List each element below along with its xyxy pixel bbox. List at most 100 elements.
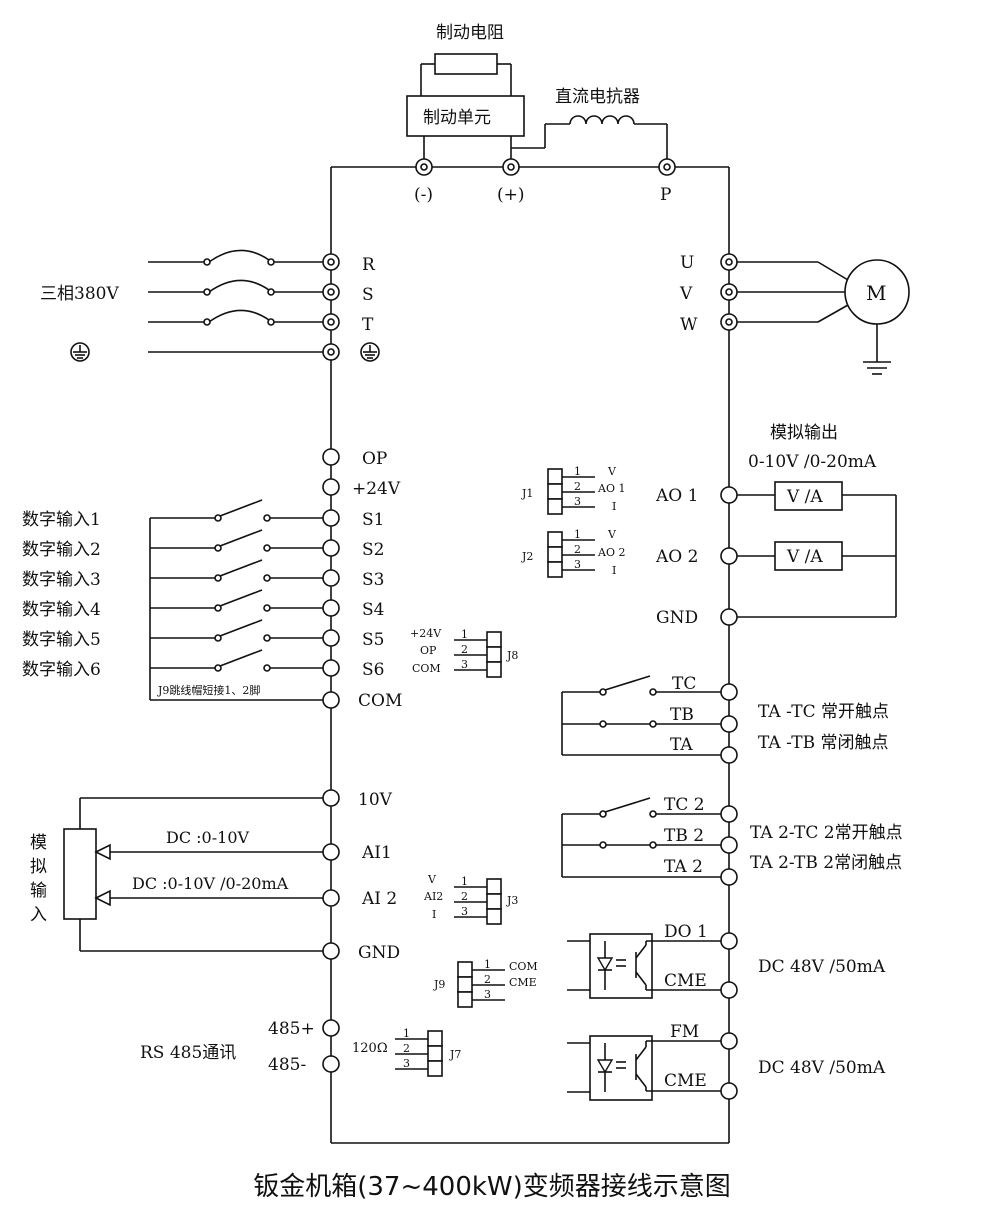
- pin-label: 3: [574, 495, 581, 508]
- terminal-ta: TA: [670, 735, 693, 755]
- digital-input-block: OP +24V J9跳线帽短接1、2脚 数字输入1 S1 数字输入2 S2 数字…: [22, 448, 402, 711]
- relay-1: TC TB TA TA -TC 常开触点 TA -TB 常闭触点: [561, 674, 889, 764]
- pin-label: 3: [461, 905, 468, 918]
- terminal-ai1: AI1: [361, 843, 392, 863]
- j9-note: J9跳线帽短接1、2脚: [157, 683, 260, 697]
- terminal-cme2: CME: [664, 1071, 707, 1091]
- dc-reactor: 直流电抗器: [511, 87, 668, 160]
- jumper-signal: AO 1: [597, 482, 625, 495]
- digital-input-label: 数字输入4: [22, 600, 101, 620]
- terminal-plus: (+): [497, 185, 525, 205]
- ai1-range: DC :0-10V: [166, 828, 249, 847]
- rs485-resistor: 120Ω: [352, 1041, 388, 1056]
- terminal-tb2: TB 2: [664, 826, 704, 846]
- jumper-j2: 1 2 3 J2 V AO 2 I: [521, 528, 625, 578]
- pin-label: 2: [461, 890, 468, 903]
- pin-label: 1: [484, 958, 491, 971]
- pin-label: 2: [461, 643, 468, 656]
- power-source-label: 三相380V: [40, 284, 119, 304]
- jumper-signal: V: [427, 873, 437, 886]
- terminal-t: T: [362, 315, 374, 335]
- jumper-j8: 1 2 3 J8 +24V OP COM: [410, 627, 518, 678]
- relay1-desc-nc: TA -TB 常闭触点: [758, 733, 888, 753]
- digital-input-label: 数字输入5: [22, 630, 101, 650]
- pin-label: 2: [574, 480, 581, 493]
- pin-label: 3: [403, 1057, 410, 1070]
- terminal-s1: S1: [362, 510, 384, 530]
- pin-label: 1: [403, 1027, 410, 1040]
- jumper-j3: 1 2 3 J3 V AI2 I: [423, 873, 518, 925]
- motor-output: U V W M: [679, 253, 910, 375]
- pin-label: 1: [461, 628, 468, 641]
- diagram-title: 钣金机箱(37~400kW)变频器接线示意图: [253, 1172, 731, 1202]
- ground-icon: [70, 342, 90, 362]
- terminal-gnd-ai: GND: [358, 943, 400, 963]
- terminal-ta2: TA 2: [664, 857, 703, 877]
- jumper-signal: I: [612, 564, 616, 577]
- terminal-485-minus: 485-: [268, 1055, 306, 1075]
- terminal-fm: FM: [670, 1022, 699, 1042]
- terminal-r: R: [362, 255, 376, 275]
- terminal-s5: S5: [362, 630, 384, 650]
- terminal-ai2: AI 2: [361, 889, 397, 909]
- analog-input-side-label: 拟: [30, 857, 47, 877]
- power-input: 三相380V R S T: [40, 249, 380, 362]
- digital-input-label: 数字输入2: [22, 540, 101, 560]
- analog-input-side-label: 入: [30, 905, 47, 925]
- jumper-j7: 1 2 3 J7: [395, 1027, 461, 1077]
- analog-input-side-label: 输: [30, 881, 47, 901]
- pin-label: 2: [484, 973, 491, 986]
- pin-label: 3: [484, 988, 491, 1001]
- fm-spec: DC 48V /50mA: [758, 1058, 886, 1078]
- jumper-signal: CME: [509, 976, 537, 989]
- terminal-ao2: AO 2: [655, 547, 698, 567]
- pin-label: 2: [574, 543, 581, 556]
- jumper-signal: V: [607, 528, 617, 541]
- ground-icon: [863, 324, 891, 375]
- analog-output-block: 模拟输出 0-10V /0-20mA AO 1 AO 2 GND V /A V …: [655, 423, 897, 628]
- jumper-name: J1: [521, 487, 533, 500]
- jumper-j9: 1 2 3 J9 COM CME: [433, 958, 538, 1008]
- meter-label: V /A: [786, 487, 823, 507]
- brake-unit: 制动单元: [406, 95, 525, 160]
- terminal-cme1: CME: [664, 971, 707, 991]
- jumper-name: J7: [449, 1048, 461, 1061]
- relay1-desc-no: TA -TC 常开触点: [758, 702, 889, 722]
- terminal-s4: S4: [362, 600, 384, 620]
- digital-input-label: 数字输入6: [22, 660, 101, 680]
- jumper-signal: AI2: [423, 890, 443, 903]
- terminal-u: U: [680, 253, 694, 273]
- ground-icon: [360, 342, 380, 362]
- terminal-minus: (-): [414, 185, 433, 205]
- pin-label: 1: [461, 875, 468, 888]
- analog-output-range: 0-10V /0-20mA: [748, 452, 877, 472]
- terminal-v: V: [679, 284, 693, 304]
- pin-label: 3: [574, 558, 581, 571]
- jumper-name: J9: [433, 978, 445, 991]
- terminal-com: COM: [358, 691, 402, 711]
- terminal-s6: S6: [362, 660, 384, 680]
- terminal-w: W: [680, 315, 698, 335]
- ai2-range: DC :0-10V /0-20mA: [132, 874, 289, 893]
- digital-input-label: 数字输入3: [22, 570, 101, 590]
- pin-label: 1: [574, 528, 581, 541]
- terminal-10v: 10V: [358, 790, 393, 810]
- analog-input-block: 模 拟 输 入 DC :0-10V DC :0-10V /0-20mA 10V …: [30, 789, 400, 963]
- do1-optocoupler: DO 1 CME DC 48V /50mA: [567, 922, 886, 999]
- terminal-do1: DO 1: [664, 922, 708, 942]
- jumper-signal: COM: [509, 960, 538, 973]
- jumper-signal: AO 2: [597, 546, 625, 559]
- terminal-gnd-ao: GND: [656, 608, 698, 628]
- jumper-signal: I: [612, 500, 616, 513]
- motor-label: M: [866, 281, 886, 305]
- pin-label: 3: [461, 658, 468, 671]
- analog-input-side-label: 模: [30, 833, 47, 853]
- terminal-s: S: [362, 285, 374, 305]
- terminal-op: OP: [362, 449, 387, 469]
- rs485-block: 485+ 485- RS 485通讯 120Ω: [140, 1019, 388, 1075]
- jumper-signal: V: [607, 465, 617, 478]
- jumper-name: J8: [506, 649, 518, 662]
- digital-input-label: 数字输入1: [22, 510, 101, 530]
- terminal-tc: TC: [672, 674, 696, 694]
- relay2-desc-nc: TA 2-TB 2常闭触点: [750, 853, 902, 873]
